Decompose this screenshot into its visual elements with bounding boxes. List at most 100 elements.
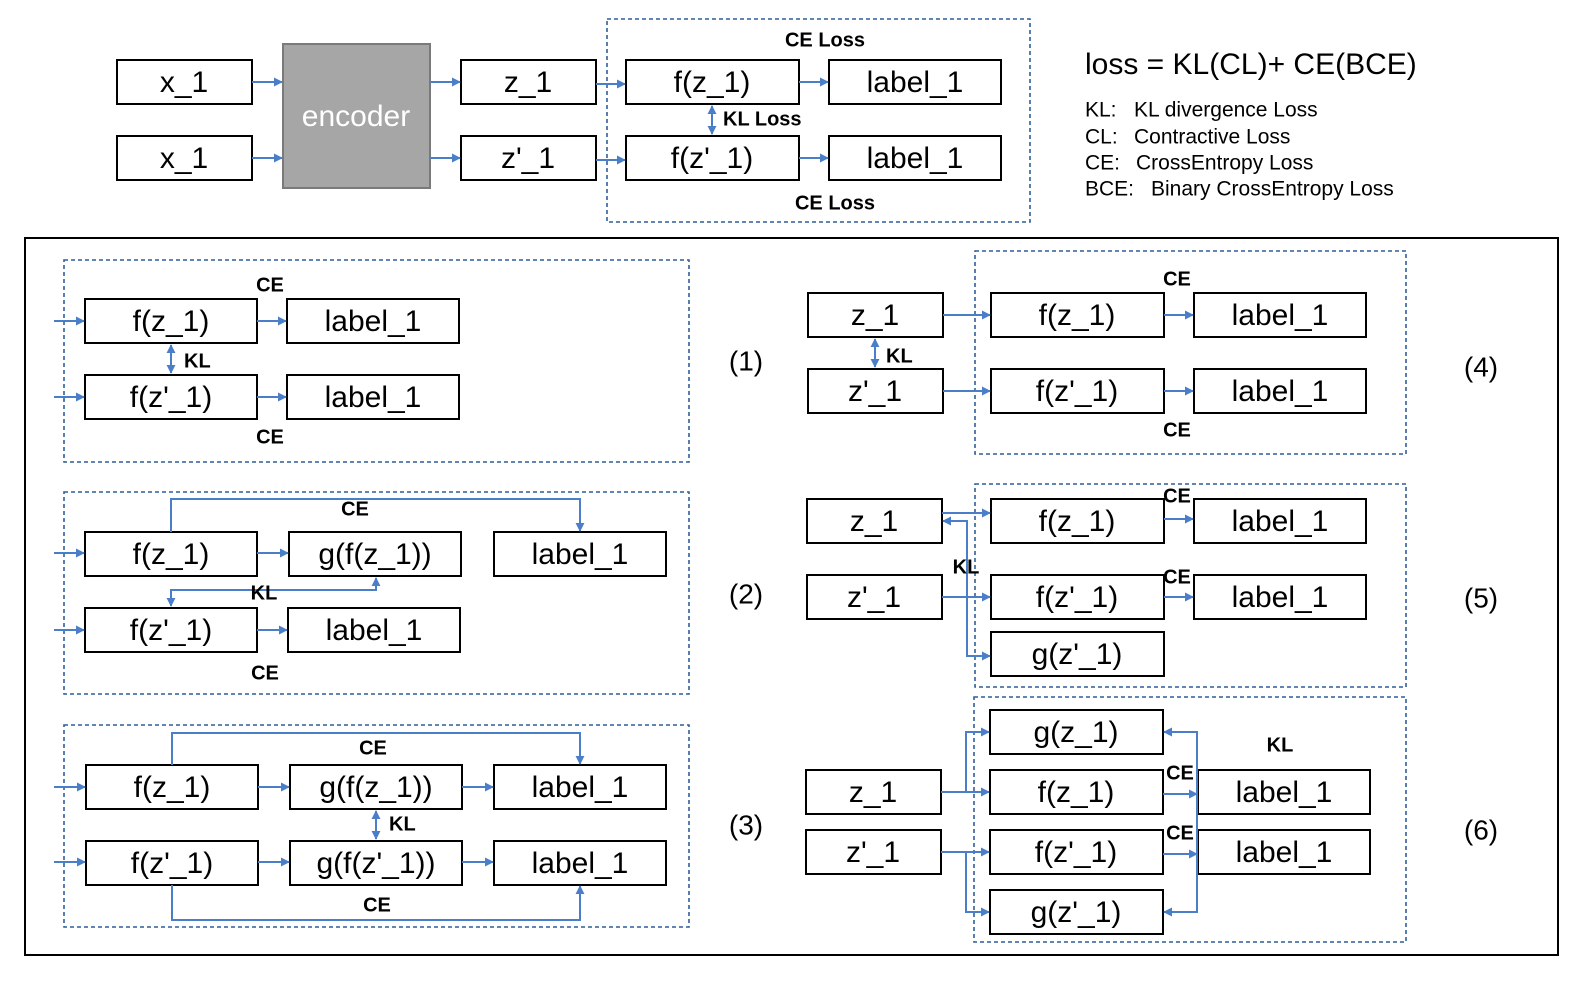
v2-label-box-2: label_1 <box>287 607 461 653</box>
variant-4: z_1 z'_1 f(z_1) f(z'_1) label_1 label_1 … <box>807 250 1498 455</box>
svg-text:label_1: label_1 <box>325 381 422 414</box>
embedding-z-box: z_1 <box>460 59 597 105</box>
head-fzprime-box: f(z'_1) <box>625 135 800 181</box>
legend-abbr-bce: BCE: <box>1085 178 1134 201</box>
variant-6-frame <box>973 696 1407 943</box>
top-pipeline: x_1 x_1 encoder z_1 z'_1 f(z_1) f(z'_1) … <box>116 18 1031 223</box>
svg-text:x_1: x_1 <box>160 66 208 99</box>
v3-head-fz-box: f(z_1) <box>85 764 259 810</box>
encoder-block: encoder <box>282 43 431 189</box>
v3-number: (3) <box>729 809 763 840</box>
legend-desc-bce: Binary CrossEntropy Loss <box>1151 178 1394 201</box>
svg-text:f(z_1): f(z_1) <box>133 305 210 338</box>
v6-label-box-2: label_1 <box>1197 829 1371 875</box>
svg-text:f(z'_1): f(z'_1) <box>1036 375 1118 408</box>
v2-g-fz-box: g(f(z_1)) <box>288 531 462 577</box>
v5-embedding-z-box: z_1 <box>806 498 943 544</box>
v3-kl-label: KL <box>389 813 416 835</box>
legend: loss = KL(CL)+ CE(BCE) KL: KL divergence… <box>1085 48 1417 201</box>
svg-text:f(z_1): f(z_1) <box>1039 299 1116 332</box>
v5-label-box-2: label_1 <box>1193 574 1367 620</box>
v1-label-box-2: label_1 <box>286 374 460 420</box>
v1-head-fzprime-box: f(z'_1) <box>84 374 258 420</box>
v5-kl-label: KL <box>953 556 980 578</box>
svg-text:f(z_1): f(z_1) <box>674 66 751 99</box>
v6-head-fz-box: f(z_1) <box>989 769 1164 815</box>
ce-loss-label-bottom: CE Loss <box>795 192 875 214</box>
svg-text:f(z'_1): f(z'_1) <box>131 847 213 880</box>
svg-text:f(z'_1): f(z'_1) <box>1035 836 1117 869</box>
v1-label-box-1: label_1 <box>286 298 460 344</box>
svg-text:label_1: label_1 <box>532 847 629 880</box>
v5-head-fzprime-box: f(z'_1) <box>990 574 1165 620</box>
svg-text:z'_1: z'_1 <box>501 142 555 175</box>
v4-arrows <box>870 310 1194 396</box>
variant-5-frame <box>974 483 1407 688</box>
svg-text:label_1: label_1 <box>1232 375 1329 408</box>
variant-1-frame <box>63 259 690 463</box>
v1-number: (1) <box>729 345 763 376</box>
svg-text:z_1: z_1 <box>504 66 552 99</box>
v1-head-fz-box: f(z_1) <box>84 298 258 344</box>
loss-formula: loss = KL(CL)+ CE(BCE) <box>1085 48 1417 81</box>
v4-number: (4) <box>1464 351 1498 382</box>
svg-text:z'_1: z'_1 <box>847 581 901 614</box>
v5-label-box-1: label_1 <box>1193 498 1367 544</box>
svg-text:label_1: label_1 <box>532 771 629 804</box>
v5-embedding-zprime-box: z'_1 <box>806 574 943 620</box>
svg-text:f(z'_1): f(z'_1) <box>130 381 212 414</box>
svg-text:g(z'_1): g(z'_1) <box>1032 638 1123 671</box>
v2-label-box-1: label_1 <box>493 531 667 577</box>
v3-head-fzprime-box: f(z'_1) <box>85 840 259 886</box>
svg-text:g(f(z_1)): g(f(z_1)) <box>318 538 431 571</box>
v5-ce-label-middle: CE <box>1163 566 1191 588</box>
label-box-2: label_1 <box>828 135 1002 181</box>
v6-ce-label-1: CE <box>1166 762 1194 784</box>
v1-kl-label: KL <box>184 350 211 372</box>
v3-arrows <box>54 732 585 921</box>
v2-kl-label: KL <box>251 582 278 604</box>
top-loss-frame <box>606 18 1031 223</box>
svg-text:label_1: label_1 <box>1232 299 1329 332</box>
svg-text:encoder: encoder <box>302 100 410 133</box>
v4-label-box-2: label_1 <box>1193 368 1367 414</box>
svg-text:label_1: label_1 <box>1236 776 1333 809</box>
svg-text:z'_1: z'_1 <box>846 836 900 869</box>
input-box-2: x_1 <box>116 135 253 181</box>
svg-text:g(z'_1): g(z'_1) <box>1031 896 1122 929</box>
svg-text:g(f(z_1)): g(f(z_1)) <box>319 771 432 804</box>
variant-1: f(z_1) label_1 f(z'_1) label_1 CE KL CE … <box>54 259 763 463</box>
svg-text:label_1: label_1 <box>532 538 629 571</box>
svg-text:z_1: z_1 <box>849 776 897 809</box>
svg-text:z_1: z_1 <box>850 505 898 538</box>
legend-abbr-cl: CL: <box>1085 126 1118 149</box>
svg-text:g(z_1): g(z_1) <box>1033 716 1118 749</box>
svg-text:label_1: label_1 <box>325 305 422 338</box>
svg-text:f(z'_1): f(z'_1) <box>1036 581 1118 614</box>
v5-ce-label-top: CE <box>1163 485 1191 507</box>
svg-text:z_1: z_1 <box>851 299 899 332</box>
v5-head-fz-box: f(z_1) <box>990 498 1165 544</box>
svg-text:label_1: label_1 <box>867 142 964 175</box>
v3-g-fz-box: g(f(z_1)) <box>289 764 463 810</box>
embedding-zprime-box: z'_1 <box>460 135 597 181</box>
v4-embedding-zprime-box: z'_1 <box>807 368 944 414</box>
legend-abbr-ce: CE: <box>1085 152 1120 175</box>
legend-abbr-kl: KL: <box>1085 99 1117 122</box>
v3-g-fzprime-box: g(f(z'_1)) <box>289 840 463 886</box>
svg-text:f(z_1): f(z_1) <box>134 771 211 804</box>
v5-arrows <box>942 508 1194 661</box>
v6-head-fzprime-box: f(z'_1) <box>989 829 1164 875</box>
v3-label-box-2: label_1 <box>493 840 667 886</box>
input-box-1: x_1 <box>116 59 253 105</box>
legend-desc-kl: KL divergence Loss <box>1134 99 1318 122</box>
variant-4-frame <box>974 250 1407 455</box>
svg-text:z'_1: z'_1 <box>848 375 902 408</box>
v4-ce-label-top: CE <box>1163 268 1191 290</box>
v1-arrows <box>54 316 287 402</box>
v3-label-box-1: label_1 <box>493 764 667 810</box>
v5-number: (5) <box>1464 582 1498 613</box>
v3-ce-label-top: CE <box>359 737 387 759</box>
v3-ce-label-bottom: CE <box>363 894 391 916</box>
